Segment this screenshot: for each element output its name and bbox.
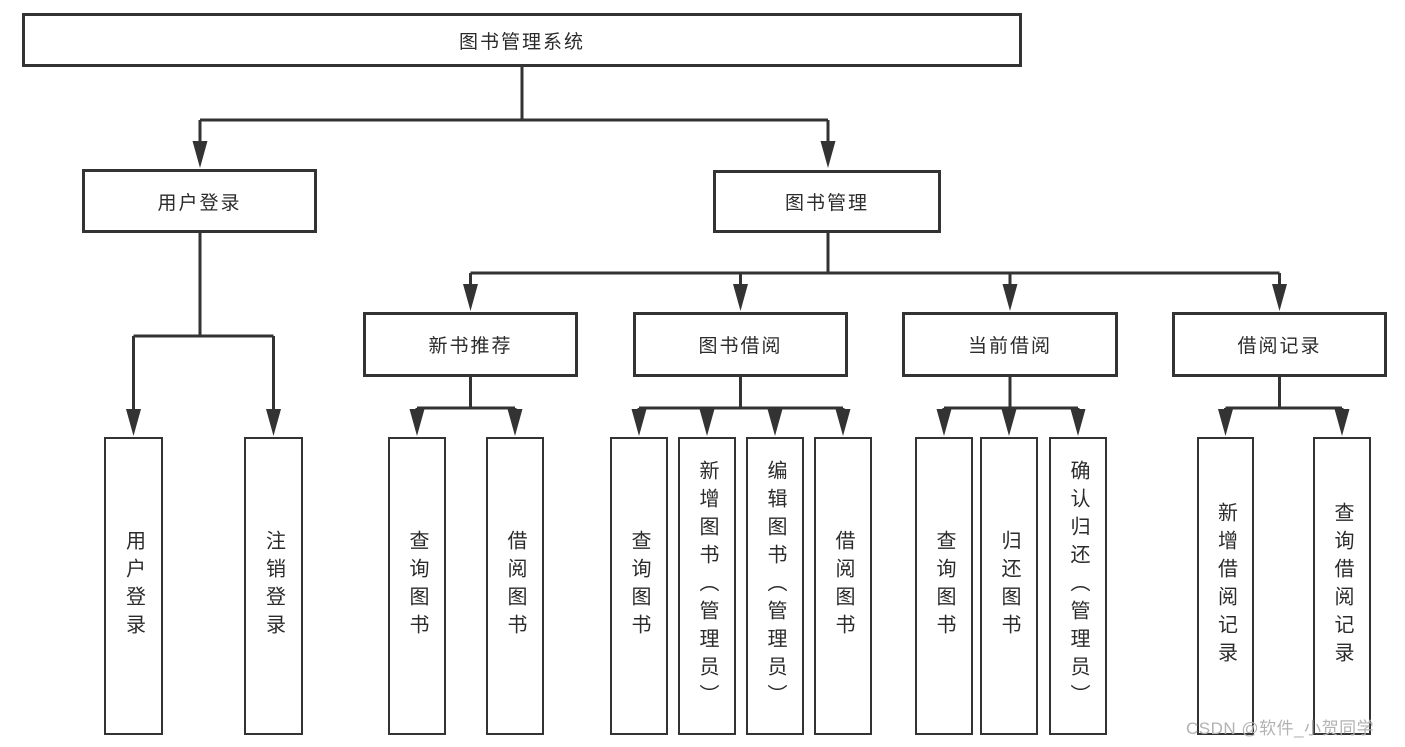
leaf-label: 借阅图书 bbox=[504, 530, 526, 642]
node-label: 借阅记录 bbox=[1237, 336, 1322, 357]
leaf-current-return-books: 归还图书 bbox=[980, 437, 1038, 735]
csdn-watermark: CSDN @软件_小贺同学 bbox=[1186, 719, 1375, 738]
leaf-borrowing-add-books-admin: 新增图书（管理员） bbox=[678, 437, 736, 735]
leaf-recommend-borrow-books: 借阅图书 bbox=[486, 437, 544, 735]
leaf-label: 确认归还（管理员） bbox=[1067, 460, 1089, 712]
leaf-records-add-record: 新增借阅记录 bbox=[1197, 437, 1254, 735]
arrowheads bbox=[126, 141, 1350, 436]
node-book-management: 图书管理 bbox=[713, 170, 941, 233]
leaf-borrowing-query-books: 查询图书 bbox=[610, 437, 668, 735]
node-label: 图书管理 bbox=[784, 193, 869, 214]
node-library-management-system: 图书管理系统 bbox=[22, 13, 1022, 67]
leaf-label: 归还图书 bbox=[998, 530, 1020, 642]
leaf-label: 新增图书（管理员） bbox=[696, 460, 718, 712]
node-current-borrowing: 当前借阅 bbox=[902, 312, 1118, 377]
node-borrowing-records: 借阅记录 bbox=[1172, 312, 1387, 377]
leaf-records-query-record: 查询借阅记录 bbox=[1313, 437, 1371, 735]
leaf-label: 查询图书 bbox=[406, 530, 428, 642]
leaf-borrowing-borrow-books: 借阅图书 bbox=[814, 437, 872, 735]
node-label: 图书管理系统 bbox=[458, 31, 585, 53]
leaf-logout-login: 注销登录 bbox=[244, 437, 303, 735]
node-label: 当前借阅 bbox=[967, 336, 1052, 357]
leaf-recommend-query-books: 查询图书 bbox=[388, 437, 446, 735]
node-new-book-recommend: 新书推荐 bbox=[363, 312, 578, 377]
leaf-current-confirm-return-admin: 确认归还（管理员） bbox=[1049, 437, 1107, 735]
node-book-borrowing: 图书借阅 bbox=[633, 312, 848, 377]
leaf-label: 借阅图书 bbox=[832, 530, 854, 642]
node-user-login: 用户登录 bbox=[82, 169, 317, 233]
leaf-label: 新增借阅记录 bbox=[1214, 502, 1237, 670]
leaf-label: 编辑图书（管理员） bbox=[764, 460, 786, 712]
node-label: 用户登录 bbox=[157, 192, 242, 214]
leaf-label: 查询借阅记录 bbox=[1331, 502, 1353, 670]
node-label: 新书推荐 bbox=[428, 336, 513, 357]
leaf-current-query-books: 查询图书 bbox=[915, 437, 973, 735]
leaf-user-login: 用户登录 bbox=[104, 437, 163, 735]
leaf-borrowing-edit-books-admin: 编辑图书（管理员） bbox=[746, 437, 804, 735]
leaf-label: 查询图书 bbox=[628, 530, 650, 642]
node-label: 图书借阅 bbox=[698, 336, 783, 357]
leaf-label: 用户登录 bbox=[122, 530, 145, 642]
leaf-label: 查询图书 bbox=[933, 530, 955, 642]
leaf-label: 注销登录 bbox=[262, 530, 285, 642]
